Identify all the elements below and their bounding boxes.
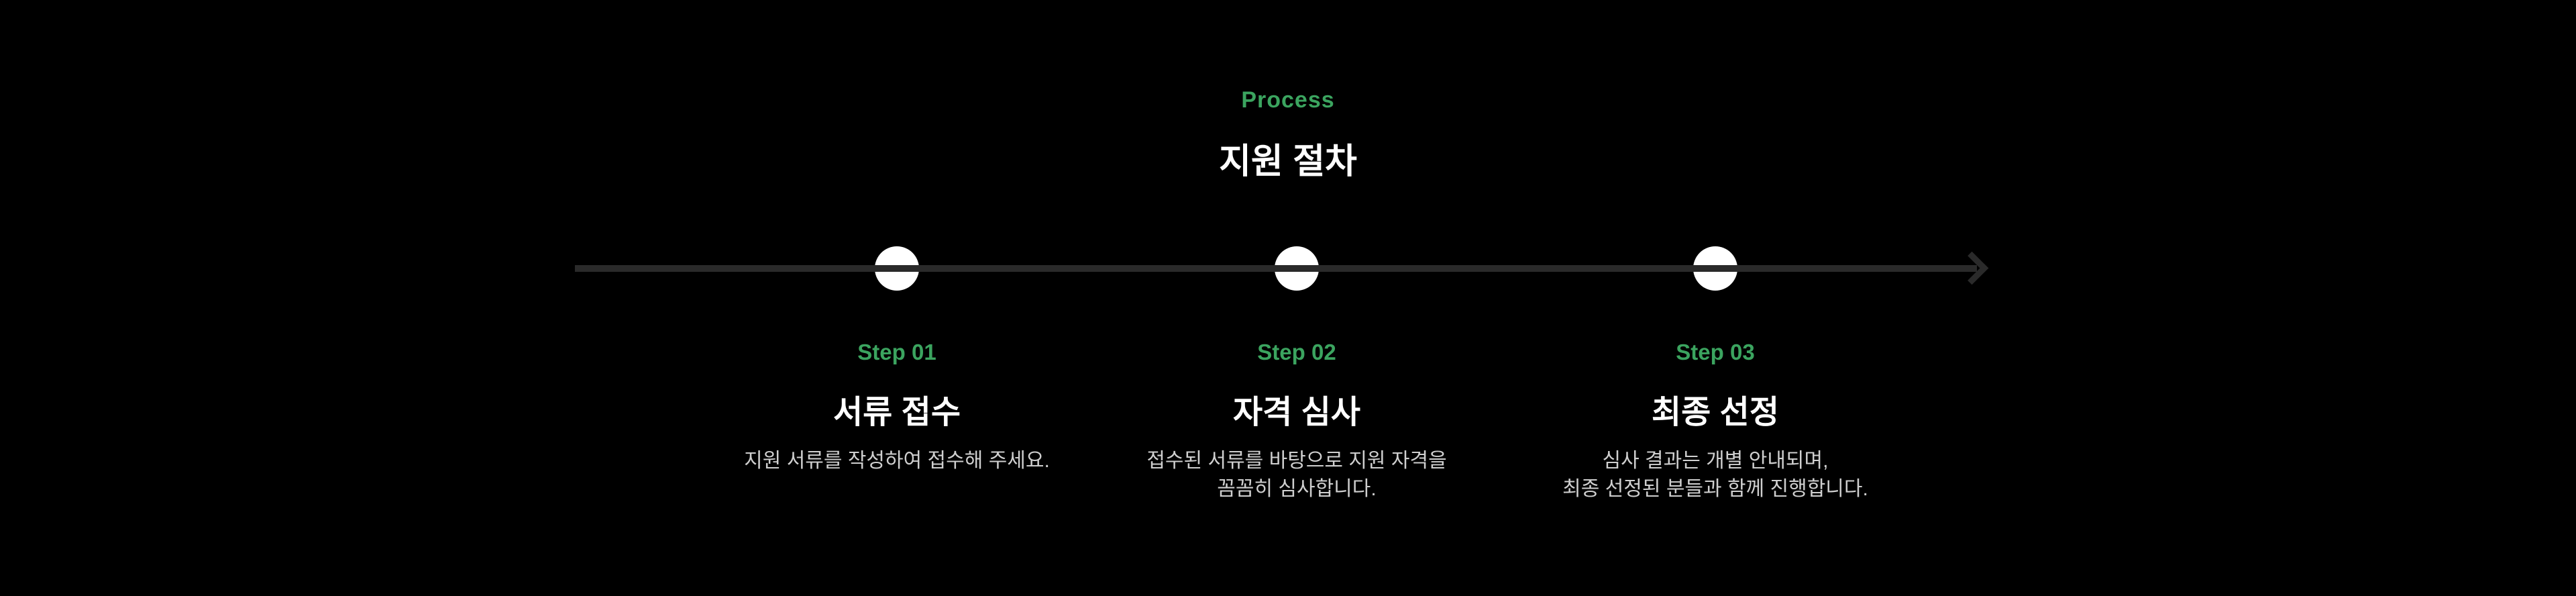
- step-2-description-line-1: 접수된 서류를 바탕으로 지원 자격을: [1146, 450, 1447, 472]
- step-3-label: Step 03: [1676, 340, 1755, 364]
- step-2-label: Step 02: [1257, 340, 1336, 364]
- page-title: 지원 절차: [1219, 142, 1357, 181]
- step-1-description-line-1: 지원 서류를 작성하여 접수해 주세요.: [744, 450, 1050, 472]
- step-2-description-line-2: 꼼꼼히 심사합니다.: [1217, 478, 1377, 500]
- step-1-description: 지원 서류를 작성하여 접수해 주세요.: [642, 447, 1152, 475]
- step-2-title: 자격 심사: [1233, 395, 1360, 430]
- arrow-right-icon: [1955, 251, 1989, 285]
- section-eyebrow: Process: [1241, 87, 1335, 113]
- step-3-description: 심사 결과는 개별 안내되며, 최종 선정된 분들과 함께 진행합니다.: [1460, 447, 1970, 503]
- step-1-label: Step 01: [857, 340, 936, 364]
- step-1-title: 서류 접수: [833, 395, 961, 430]
- step-2-description: 접수된 서류를 바탕으로 지원 자격을 꼼꼼히 심사합니다.: [1042, 447, 1552, 503]
- step-3-description-line-1: 심사 결과는 개별 안내되며,: [1602, 450, 1829, 472]
- step-3-title: 최종 선정: [1652, 395, 1779, 430]
- step-3-description-line-2: 최종 선정된 분들과 함께 진행합니다.: [1562, 478, 1868, 500]
- timeline-line: [575, 265, 1977, 272]
